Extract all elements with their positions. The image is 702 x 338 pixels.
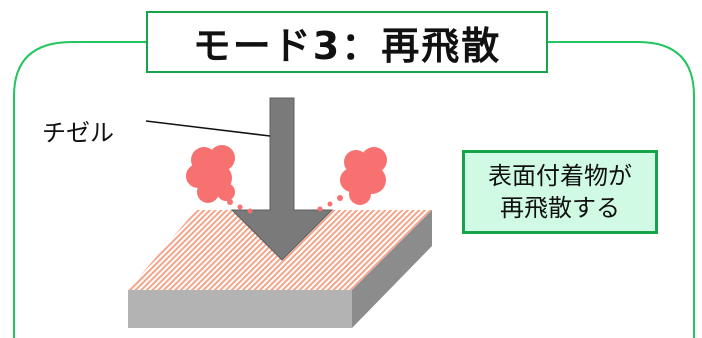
result-callout: 表面付着物が 再飛散する bbox=[462, 150, 658, 234]
slab-front-side bbox=[128, 290, 352, 328]
result-line-1: 表面付着物が bbox=[488, 162, 632, 190]
title-box: モード3：再飛散 bbox=[146, 11, 548, 73]
result-line-2: 再飛散する bbox=[500, 194, 620, 222]
chisel-leader-line bbox=[145, 120, 271, 137]
slab-right-side bbox=[352, 210, 432, 328]
chisel-arrow bbox=[230, 97, 334, 261]
dust-cloud-right bbox=[340, 147, 387, 205]
page-title: モード3：再飛散 bbox=[192, 23, 502, 68]
dust-cloud-left bbox=[186, 145, 235, 203]
dust-trail-right bbox=[317, 195, 343, 212]
chisel-label: チゼル bbox=[42, 119, 114, 147]
frame-outline bbox=[13, 41, 695, 338]
dust-trail-left bbox=[227, 199, 253, 214]
